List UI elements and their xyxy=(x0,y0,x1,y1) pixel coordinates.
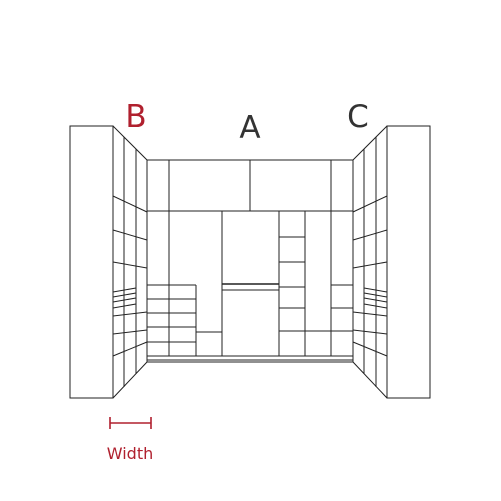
section-c-label[interactable]: C xyxy=(347,99,369,135)
width-dimension xyxy=(109,417,152,429)
section-a-back[interactable] xyxy=(146,159,354,363)
right-end-panel xyxy=(386,125,431,399)
section-b-side[interactable] xyxy=(112,125,148,399)
section-b-label[interactable]: B xyxy=(125,99,146,135)
left-end-panel xyxy=(69,125,114,399)
section-a-label[interactable]: A xyxy=(239,110,260,146)
width-label: Width xyxy=(107,444,153,463)
section-c-side[interactable] xyxy=(352,125,388,399)
